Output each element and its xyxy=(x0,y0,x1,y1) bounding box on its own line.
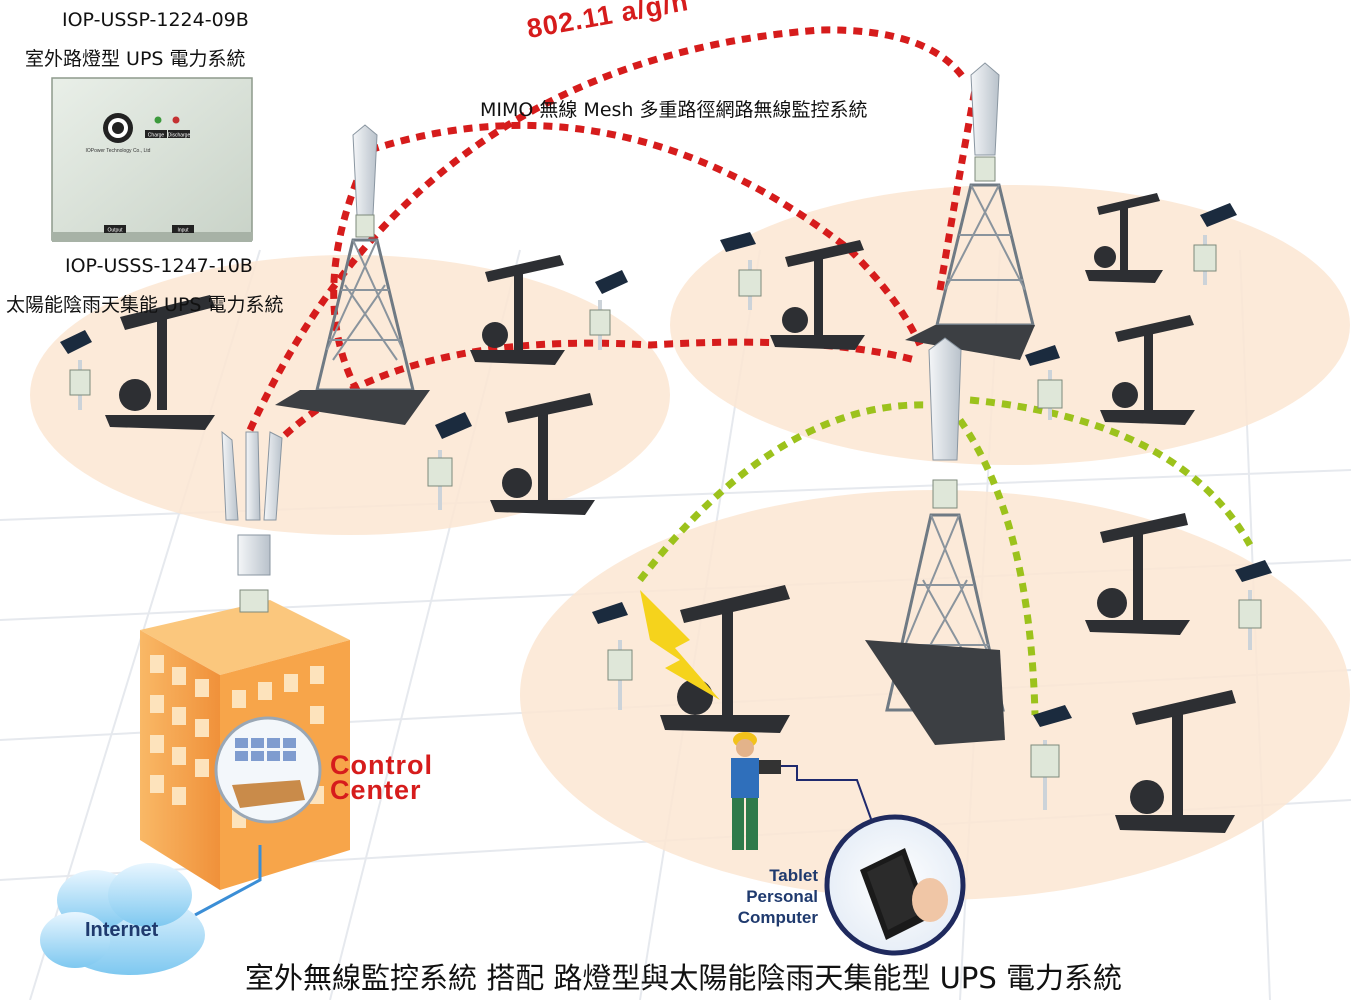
tower-center xyxy=(865,337,1005,745)
ups-box-image: IOPower Technology Co., Ltd Charge Disch… xyxy=(51,77,253,242)
ups-charge-label: Charge xyxy=(148,133,165,139)
product2-model-label: IOP-USSS-1247-10B xyxy=(65,255,253,277)
worker-icon xyxy=(731,732,876,850)
charge-led-icon xyxy=(154,116,162,124)
tablet-line3: Computer xyxy=(737,908,818,927)
lightning-icon xyxy=(640,590,720,700)
internet-label: Internet xyxy=(85,919,159,941)
control-center-line2: Center xyxy=(330,775,422,805)
control-center-building xyxy=(140,430,350,917)
ups-input-label: Input xyxy=(177,228,189,234)
pumpjack-icons xyxy=(105,193,1236,833)
tower-left xyxy=(275,124,430,425)
tower-top-right xyxy=(905,62,1035,360)
svg-text:IOPower Technology Co., Ltd: IOPower Technology Co., Ltd xyxy=(86,148,151,154)
green-wireless-links xyxy=(637,396,1254,716)
tablet-label: Tablet Personal Computer xyxy=(716,865,818,928)
product1-desc-label: 室外路燈型 UPS 電力系統 xyxy=(25,48,246,70)
ups-discharge-label: Discharge xyxy=(168,133,191,139)
control-center-label: Control Center xyxy=(330,750,433,805)
control-room-inset xyxy=(214,716,322,824)
solar-pole-icons xyxy=(60,203,1272,810)
bottom-caption: 室外無線監控系統 搭配 路燈型與太陽能陰雨天集能型 UPS 電力系統 xyxy=(245,961,1122,995)
product2-desc-label: 太陽能陰雨天集能 UPS 電力系統 xyxy=(6,294,284,316)
ups-output-label: Output xyxy=(107,228,123,234)
tablet-line1: Tablet xyxy=(769,866,818,885)
ups-brand-logo: IOPower Technology Co., Ltd xyxy=(86,113,151,154)
internet-cloud-icon xyxy=(40,863,205,975)
tablet-line2: Personal xyxy=(746,887,818,906)
tablet-inset xyxy=(824,814,966,956)
product1-model-label: IOP-USSP-1224-09B xyxy=(62,9,249,31)
mesh-desc-label: MIMO 無線 Mesh 多重路徑網路無線監控系統 xyxy=(480,99,868,121)
discharge-led-icon xyxy=(172,116,180,124)
control-center-line1: Control xyxy=(330,750,433,780)
